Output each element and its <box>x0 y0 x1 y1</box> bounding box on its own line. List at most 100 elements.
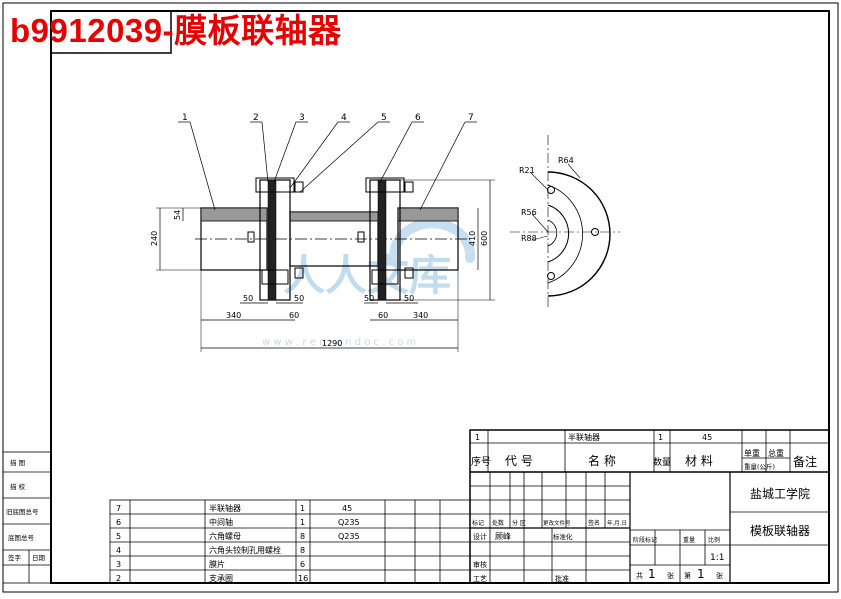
strip-check: 描 校 <box>10 482 26 491</box>
part-label-5: 5 <box>381 113 387 123</box>
svg-text:总重: 总重 <box>768 448 784 458</box>
dim-50-b: 50 <box>294 294 304 303</box>
svg-text:1: 1 <box>658 433 663 442</box>
dim-60-b: 60 <box>378 311 388 320</box>
dim-1290: 1290 <box>322 339 342 348</box>
dim-50-c: 50 <box>364 294 374 303</box>
parts-row: 4 六角头铰制孔用螺栓 8 <box>116 545 305 555</box>
svg-text:名 称: 名 称 <box>588 453 616 468</box>
svg-text:年.月.日: 年.月.日 <box>607 519 627 527</box>
part-label-7: 7 <box>468 113 474 123</box>
radius-r56: R56 <box>521 208 537 217</box>
parts-row: 2 支承圈 16 <box>116 573 308 583</box>
svg-text:16: 16 <box>298 574 308 583</box>
part-label-1: 1 <box>182 113 188 123</box>
school-name: 盐城工学院 <box>750 486 810 501</box>
svg-text:5: 5 <box>116 532 121 541</box>
part-label-2: 2 <box>253 113 259 123</box>
svg-text:1: 1 <box>300 504 305 513</box>
page-title: b9912039-膜板联轴器 <box>10 12 342 49</box>
svg-text:共: 共 <box>636 571 643 580</box>
strip-sign: 签字 <box>8 553 22 562</box>
svg-text:1: 1 <box>300 518 305 527</box>
svg-text:Q235: Q235 <box>338 532 360 541</box>
strip-trace: 描 图 <box>10 458 25 467</box>
dim-54: 54 <box>173 210 182 220</box>
svg-text:1: 1 <box>697 567 705 581</box>
svg-text:六角螺母: 六角螺母 <box>209 531 241 541</box>
svg-text:45: 45 <box>702 433 712 442</box>
svg-text:4: 4 <box>116 546 121 555</box>
radius-labels: R21 R64 R56 R88 <box>519 156 574 243</box>
svg-text:Q235: Q235 <box>338 518 360 527</box>
dimension-labels: 240 54 410 600 50 50 50 50 340 60 60 340… <box>150 210 489 348</box>
title-block-text: 1 半联轴器 1 45 序号 代 号 名 称 数量 材 料 单重 总重 重量(公… <box>471 432 817 583</box>
svg-text:签名: 签名 <box>588 519 600 527</box>
left-strip-labels: 描 图 描 校 旧底图总号 底图总号 签字 日期 <box>6 458 46 562</box>
svg-text:重量(公斤): 重量(公斤) <box>744 462 775 471</box>
side-outer-arc <box>547 171 611 297</box>
code-box <box>50 10 172 54</box>
svg-text:6: 6 <box>116 518 121 527</box>
svg-text:审核: 审核 <box>473 560 487 569</box>
watermark: 人人文库 w w w . r e n r e n d o c . c o m <box>262 218 476 348</box>
svg-text:代 号: 代 号 <box>505 454 533 468</box>
svg-text:标准化: 标准化 <box>553 532 573 541</box>
svg-text:更改文件号: 更改文件号 <box>543 519 571 527</box>
part-label-3: 3 <box>299 113 305 123</box>
svg-text:中间轴: 中间轴 <box>209 517 233 527</box>
dim-410: 410 <box>468 231 477 246</box>
svg-text:膜片: 膜片 <box>209 559 225 569</box>
dim-50-a: 50 <box>243 294 253 303</box>
svg-text:支承圈: 支承圈 <box>209 573 233 583</box>
svg-text:分 区: 分 区 <box>512 519 526 527</box>
side-view <box>510 135 620 310</box>
svg-text:3: 3 <box>116 560 121 569</box>
svg-text:半联轴器: 半联轴器 <box>209 503 241 513</box>
svg-text:阶段标记: 阶段标记 <box>633 536 657 544</box>
svg-text:8: 8 <box>300 532 305 541</box>
strip-base-no: 底图总号 <box>8 533 35 542</box>
radius-r21: R21 <box>519 166 535 175</box>
svg-text:批准: 批准 <box>555 574 569 583</box>
parts-rows: 7 半联轴器 1 45 6 中间轴 1 Q235 5 六角螺母 8 Q235 4… <box>116 503 360 583</box>
parts-row: 3 膜片 6 <box>116 559 305 569</box>
left-strip <box>2 451 52 584</box>
svg-text:张: 张 <box>667 571 674 580</box>
svg-text:单重: 单重 <box>744 448 760 458</box>
svg-text:标记: 标记 <box>472 519 484 527</box>
svg-text:顾峰: 顾峰 <box>495 531 511 541</box>
svg-text:7: 7 <box>116 504 121 513</box>
dim-340-b: 340 <box>413 311 428 320</box>
svg-text:备注: 备注 <box>793 454 817 469</box>
dim-340-a: 340 <box>226 311 241 320</box>
part-labels: 1 2 3 4 5 6 7 <box>182 113 474 123</box>
dim-600: 600 <box>480 231 489 246</box>
watermark-url: w w w . r e n r e n d o c . c o m <box>262 337 416 348</box>
radius-r88: R88 <box>521 234 537 243</box>
drawing-name: 模板联轴器 <box>750 523 810 538</box>
svg-text:45: 45 <box>342 504 352 513</box>
svg-text:材 料: 材 料 <box>685 454 713 468</box>
title-block <box>469 429 830 584</box>
parts-row: 7 半联轴器 1 45 <box>116 503 352 513</box>
watermark-text: 人人文库 <box>283 251 451 300</box>
svg-text:数量: 数量 <box>653 456 671 468</box>
part-label-4: 4 <box>341 113 347 123</box>
svg-text:张: 张 <box>716 571 723 580</box>
svg-text:半联轴器: 半联轴器 <box>568 432 600 442</box>
parts-row: 6 中间轴 1 Q235 <box>116 517 360 527</box>
parts-row: 5 六角螺母 8 Q235 <box>116 531 360 541</box>
svg-text:1: 1 <box>648 567 656 581</box>
parts-list <box>109 499 471 584</box>
svg-text:重量: 重量 <box>683 536 695 544</box>
svg-text:1:1: 1:1 <box>710 553 724 563</box>
svg-text:2: 2 <box>116 574 121 583</box>
svg-text:设计: 设计 <box>473 532 487 541</box>
svg-text:六角头铰制孔用螺栓: 六角头铰制孔用螺栓 <box>209 545 281 555</box>
svg-text:1: 1 <box>475 433 480 442</box>
svg-text:序号: 序号 <box>471 455 491 468</box>
